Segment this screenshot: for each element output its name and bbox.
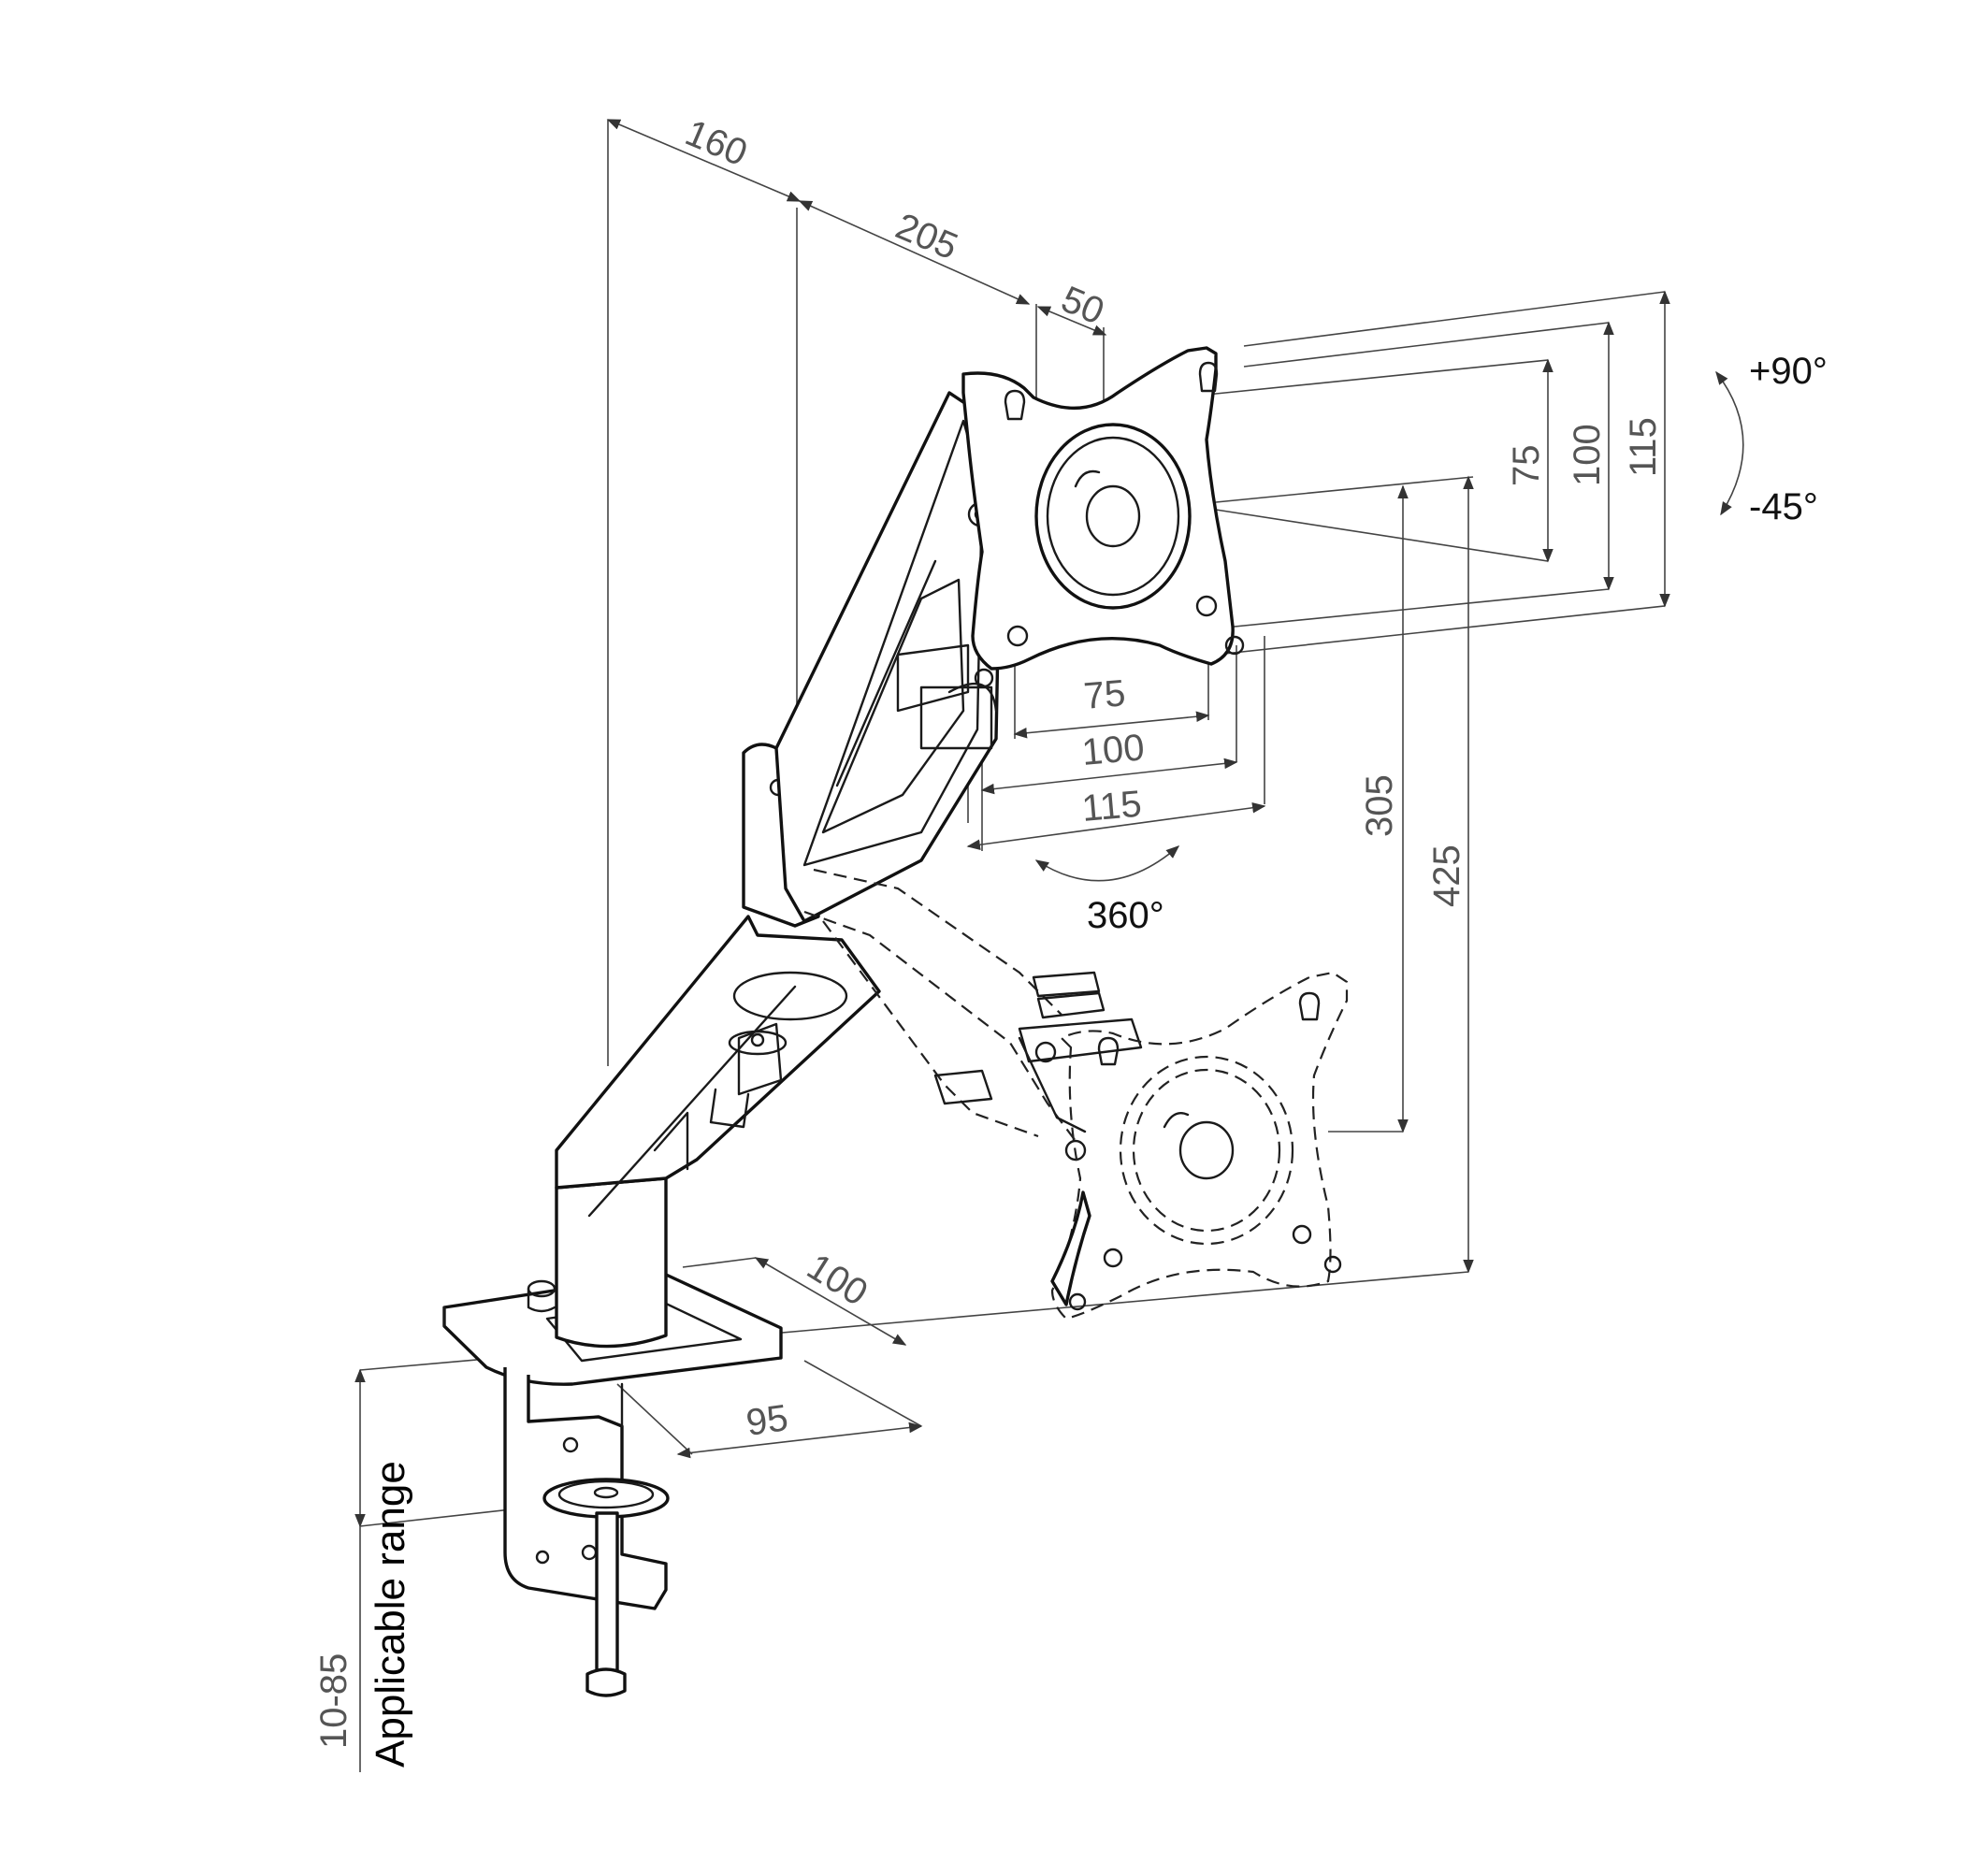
- applicable-range-label: Applicable range: [368, 1461, 413, 1768]
- dim-vesa-v-115: 115: [1623, 417, 1664, 477]
- dim-base-100: 100: [800, 1246, 874, 1314]
- dim-vesa-h-115: 115: [1080, 784, 1143, 830]
- dimension-lines: [354, 119, 1744, 1772]
- vesa-plate-upper: [961, 346, 1245, 688]
- arm-alternate-position: [803, 868, 1143, 1162]
- dim-vesa-h-75: 75: [1082, 672, 1127, 717]
- dim-base-95: 95: [744, 1397, 790, 1444]
- dim-height-425: 425: [1426, 844, 1467, 907]
- dim-160: 160: [679, 112, 753, 175]
- dim-vesa-v-100: 100: [1567, 424, 1608, 486]
- pole: [527, 915, 881, 1349]
- rotation-label: 360°: [1087, 895, 1164, 936]
- tilt-down-label: -45°: [1749, 486, 1818, 527]
- dim-vesa-h-100: 100: [1080, 727, 1146, 773]
- upper-arm: [742, 391, 1003, 928]
- dim-clamp-range: 10-85: [313, 1653, 354, 1749]
- dim-50: 50: [1055, 279, 1109, 333]
- dim-vesa-v-75: 75: [1506, 445, 1547, 487]
- dim-205: 205: [889, 206, 963, 268]
- vesa-plate-lower: [1050, 971, 1349, 1320]
- tilt-up-label: +90°: [1749, 351, 1828, 392]
- dim-height-305: 305: [1359, 774, 1400, 837]
